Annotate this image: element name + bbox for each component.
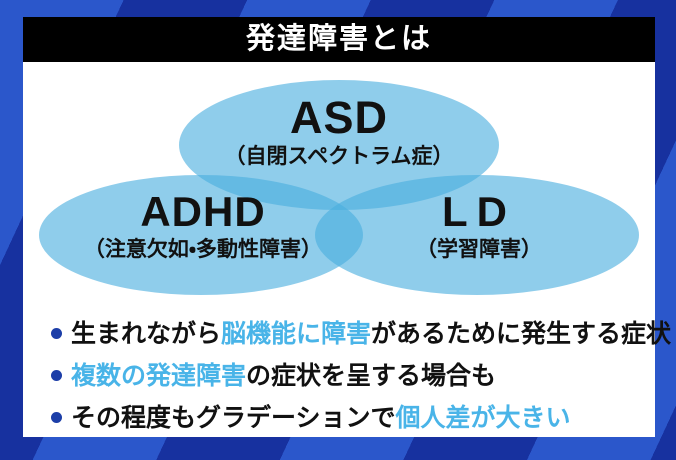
bullet-text-segment: の症状を呈する場合も bbox=[246, 362, 497, 390]
adhd-ellipse bbox=[39, 175, 363, 295]
bullet-text-segment: 複数の発達障害 bbox=[71, 362, 247, 390]
bullet-dot-icon bbox=[51, 327, 62, 339]
asd-label: ASD bbox=[289, 92, 388, 143]
venn-ellipses-graphic bbox=[39, 80, 639, 295]
bullet-item: 生まれながら脳機能に障害があるために発生する症状 bbox=[51, 313, 671, 355]
adhd-label: ADHD bbox=[140, 188, 266, 235]
bullet-text: 複数の発達障害の症状を呈する場合も bbox=[71, 362, 496, 390]
asd-label-block: ASD （自閉スペクトラム症） bbox=[139, 94, 539, 168]
bullet-list: 生まれながら脳機能に障害があるために発生する症状 複数の発達障害の症状を呈する場… bbox=[51, 313, 671, 439]
ld-label-block: LD （学習障害） bbox=[299, 188, 659, 262]
asd-ellipse bbox=[179, 80, 499, 210]
venn-diagram: ASD （自閉スペクトラム症） ADHD （注意欠如・多動性障害） LD （学習… bbox=[23, 62, 655, 310]
bullet-text-segment: があるために発生する症状 bbox=[371, 320, 672, 348]
bullet-item: 複数の発達障害の症状を呈する場合も bbox=[51, 355, 651, 397]
bullet-dot-icon bbox=[51, 411, 62, 423]
bullet-text-segment: 脳機能に障害 bbox=[221, 320, 372, 348]
ld-sublabel: （学習障害） bbox=[416, 238, 542, 262]
bullet-text: 生まれながら脳機能に障害があるために発生する症状 bbox=[71, 320, 671, 348]
bullet-text: その程度もグラデーションで個人差が大きい bbox=[71, 404, 571, 432]
ld-ellipse bbox=[315, 175, 639, 295]
bullet-text-segment: その程度もグラデーションで bbox=[71, 404, 396, 432]
asd-sublabel: （自閉スペクトラム症） bbox=[224, 145, 454, 169]
bullet-text-segment: 個人差が大きい bbox=[395, 404, 571, 432]
adhd-label-block: ADHD （注意欠如・多動性障害） bbox=[23, 188, 383, 262]
bullet-text-segment: 生まれながら bbox=[71, 320, 222, 348]
info-card: 発達障害とは ASD （自閉スペクトラム症） ADHD （注意欠如・多動性障害）… bbox=[23, 17, 671, 439]
bullet-item: その程度もグラデーションで個人差が大きい bbox=[51, 397, 651, 439]
bullet-dot-icon bbox=[51, 369, 62, 381]
adhd-sublabel: （注意欠如・多動性障害） bbox=[83, 238, 323, 262]
ld-label: LD bbox=[442, 188, 516, 235]
page-title: 発達障害とは bbox=[23, 17, 655, 62]
